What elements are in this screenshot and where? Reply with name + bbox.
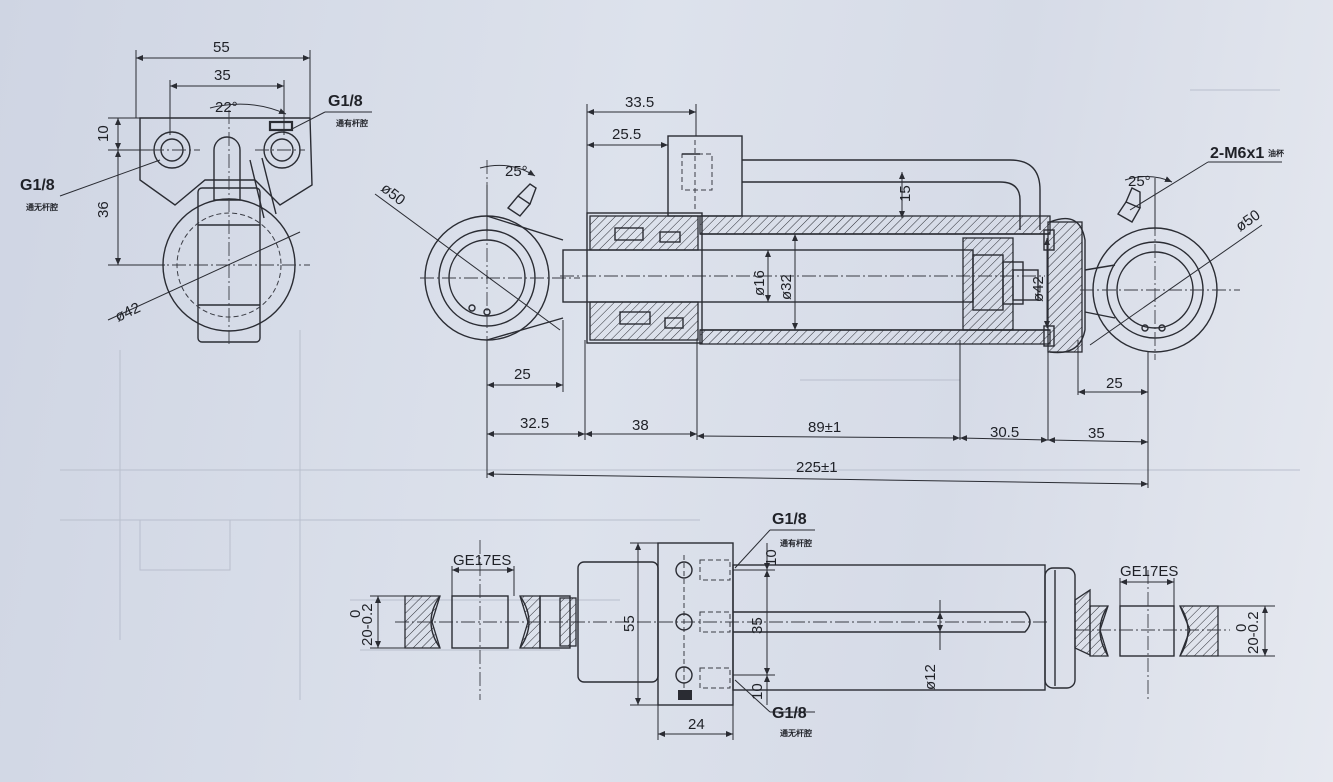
side-dim-angle-right: 25°: [1128, 173, 1151, 190]
side-dim-25-5: 25.5: [612, 126, 641, 143]
plan-dim-55: 55: [621, 615, 638, 632]
end-dim-angle: 22°: [215, 99, 238, 116]
plan-dim-24: 24: [688, 716, 705, 733]
side-dim-seg-4: 30.5: [990, 424, 1019, 441]
end-dim-35: 35: [214, 67, 231, 84]
side-dim-eye-offset-right: 25: [1106, 375, 1123, 392]
side-thread-label: 2-M6x1: [1210, 145, 1264, 162]
side-dim-33-5: 33.5: [625, 94, 654, 111]
side-dim-bore: ø32: [778, 274, 795, 300]
end-port-left-note: 通无杆腔: [26, 202, 58, 212]
side-dim-rod: ø16: [751, 270, 768, 296]
plan-tol-left-main: 20-0.2: [359, 603, 376, 646]
side-dim-seg-1: 32.5: [520, 415, 549, 432]
end-dim-36: 36: [95, 201, 112, 218]
end-port-right-label: G1/8: [328, 93, 363, 110]
side-dim-15: 15: [897, 185, 914, 202]
plan-port-top-label: G1/8: [772, 511, 807, 528]
plan-port-bottom-label: G1/8: [772, 705, 807, 722]
side-dim-seg-3: 89±1: [808, 419, 841, 436]
end-view: 55 35 22° 10 36 ø42 G1/8 通有杆腔 G1/8 通无杆腔: [20, 39, 372, 345]
plan-dim-35: 35: [749, 617, 766, 634]
side-thread-note: 油杯: [1268, 148, 1285, 158]
side-dim-overall: 225±1: [796, 459, 838, 476]
end-port-right-note: 通有杆腔: [336, 118, 368, 128]
plan-view: GE17ES GE17ES 0 20-0.2 0 20-0.2 55 35 10…: [347, 511, 1275, 740]
plan-bearing-right: GE17ES: [1120, 563, 1178, 580]
end-port-left-label: G1/8: [20, 177, 55, 194]
plan-dim-10-bottom: 10: [749, 683, 766, 700]
side-dim-piston: ø42: [1030, 276, 1047, 302]
plan-dim-10-top: 10: [763, 549, 780, 566]
side-dim-eye-offset-left: 25: [514, 366, 531, 383]
side-dim-eye-left: ø50: [378, 180, 409, 209]
side-dim-eye-right: ø50: [1233, 207, 1264, 236]
plan-port-top-note: 通有杆腔: [780, 538, 812, 548]
side-dim-angle-left: 25°: [505, 163, 528, 180]
ghost-lines: [60, 89, 1300, 700]
side-dim-seg-5: 35: [1088, 425, 1105, 442]
side-dim-seg-2: 38: [632, 417, 649, 434]
plan-tol-right-top: 0: [1233, 624, 1250, 632]
plan-bearing-left: GE17ES: [453, 552, 511, 569]
end-dim-10: 10: [95, 125, 112, 142]
plan-dim-rod: ø12: [922, 664, 939, 690]
end-dim-phi42: ø42: [113, 299, 144, 325]
end-dim-55: 55: [213, 39, 230, 56]
side-view: 33.5 25.5 15 25° 25° ø50 ø50 ø16 ø32 ø42…: [374, 94, 1285, 488]
plan-port-bottom-note: 通无杆腔: [780, 728, 812, 738]
plan-tol-left-top: 0: [347, 610, 364, 618]
plan-tol-right-main: 20-0.2: [1245, 611, 1262, 654]
